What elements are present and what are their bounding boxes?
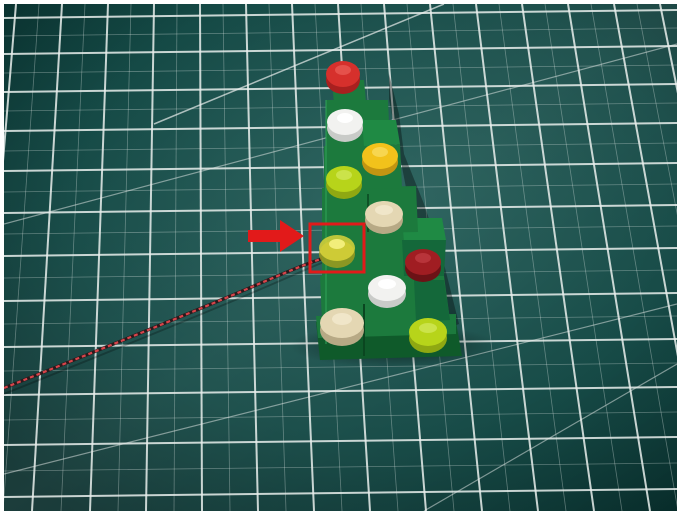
white-stud-lower (368, 275, 406, 308)
tan-stud-lower (320, 308, 364, 346)
right-arrow-icon (248, 220, 304, 252)
dark-red-stud (405, 249, 441, 282)
photo-scene (4, 4, 677, 511)
translucent-yellow-stud (319, 235, 355, 268)
highlight-box (308, 222, 366, 274)
lime-stud (326, 166, 362, 199)
white-stud (327, 109, 363, 142)
red-stud (326, 61, 360, 94)
yellow-stud (362, 143, 398, 176)
lime-stud-lower (409, 318, 447, 353)
photo (4, 4, 677, 511)
tree-studs (319, 61, 447, 353)
tan-stud (365, 201, 403, 234)
